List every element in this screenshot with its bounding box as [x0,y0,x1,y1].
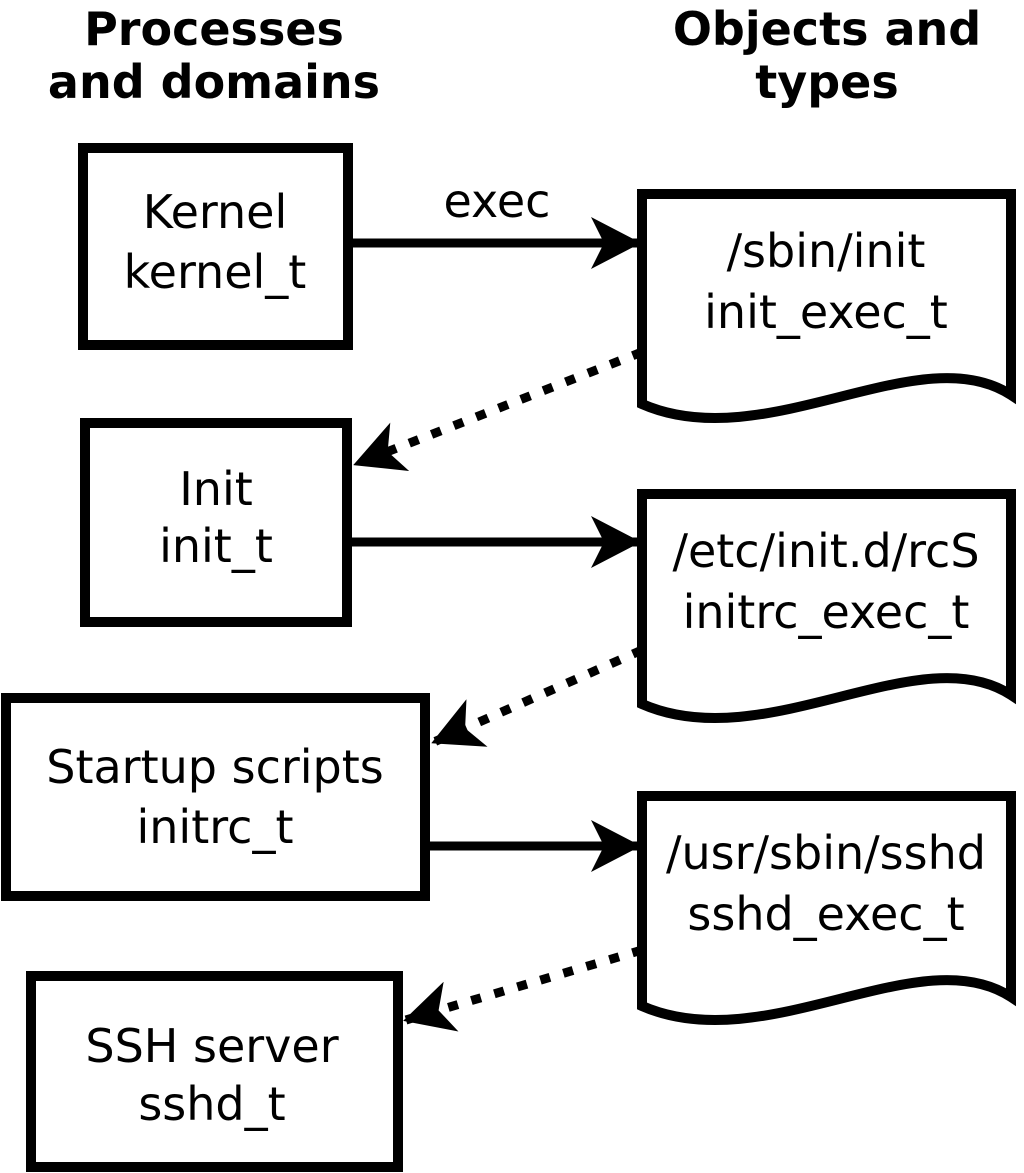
document-usr-sbin-sshd-path: /usr/sbin/sshd [666,826,986,880]
processes-header-line2: and domains [48,55,380,109]
document-sbin-init-type: init_exec_t [704,285,948,339]
process-box-init: Init init_t [80,418,352,627]
objects-header-line2: types [755,55,898,109]
process-box-startup-scripts-type: initrc_t [137,800,294,854]
process-box-kernel-type: kernel_t [124,245,307,299]
process-box-init-type: init_t [159,519,273,573]
process-box-ssh-server-name: SSH server [85,1019,338,1073]
document-sbin-init-shape [637,189,1016,424]
process-box-init-name: Init [179,462,253,516]
process-box-kernel-name: Kernel [143,185,288,239]
process-box-ssh-server-rect [26,971,403,1172]
objects-header-line1: Objects and [673,2,981,56]
transition-arrow-initexec-to-init [353,347,644,472]
process-box-kernel: Kernel kernel_t [78,143,353,350]
document-sbin-init-path: /sbin/init [727,224,926,278]
document-usr-sbin-sshd-type: sshd_exec_t [687,887,964,941]
process-box-startup-scripts-rect [1,693,430,901]
document-usr-sbin-sshd: /usr/sbin/sshd sshd_exec_t [637,791,1016,1026]
process-box-ssh-server: SSH server sshd_t [26,971,403,1172]
transition-arrow-initrcexec-to-initrc [431,645,644,747]
process-box-kernel-rect [78,143,353,350]
document-etc-initd-rcs: /etc/init.d/rcS initrc_exec_t [637,489,1016,724]
process-box-startup-scripts-name: Startup scripts [46,740,384,794]
document-etc-initd-rcs-shape [637,489,1016,724]
document-sbin-init: /sbin/init init_exec_t [637,189,1016,424]
transition-arrow-sshdexec-to-sshd [403,945,644,1032]
column-header-processes: Processes and domains [48,2,380,109]
process-box-init-rect [80,418,352,627]
document-etc-initd-rcs-path: /etc/init.d/rcS [672,524,979,578]
processes-header-line1: Processes [84,2,344,56]
exec-arrow-label: exec [444,174,551,228]
document-usr-sbin-sshd-shape [637,791,1016,1026]
document-etc-initd-rcs-type: initrc_exec_t [683,585,970,639]
process-box-ssh-server-type: sshd_t [138,1077,285,1131]
process-box-startup-scripts: Startup scripts initrc_t [1,693,430,901]
column-header-objects: Objects and types [673,2,981,109]
